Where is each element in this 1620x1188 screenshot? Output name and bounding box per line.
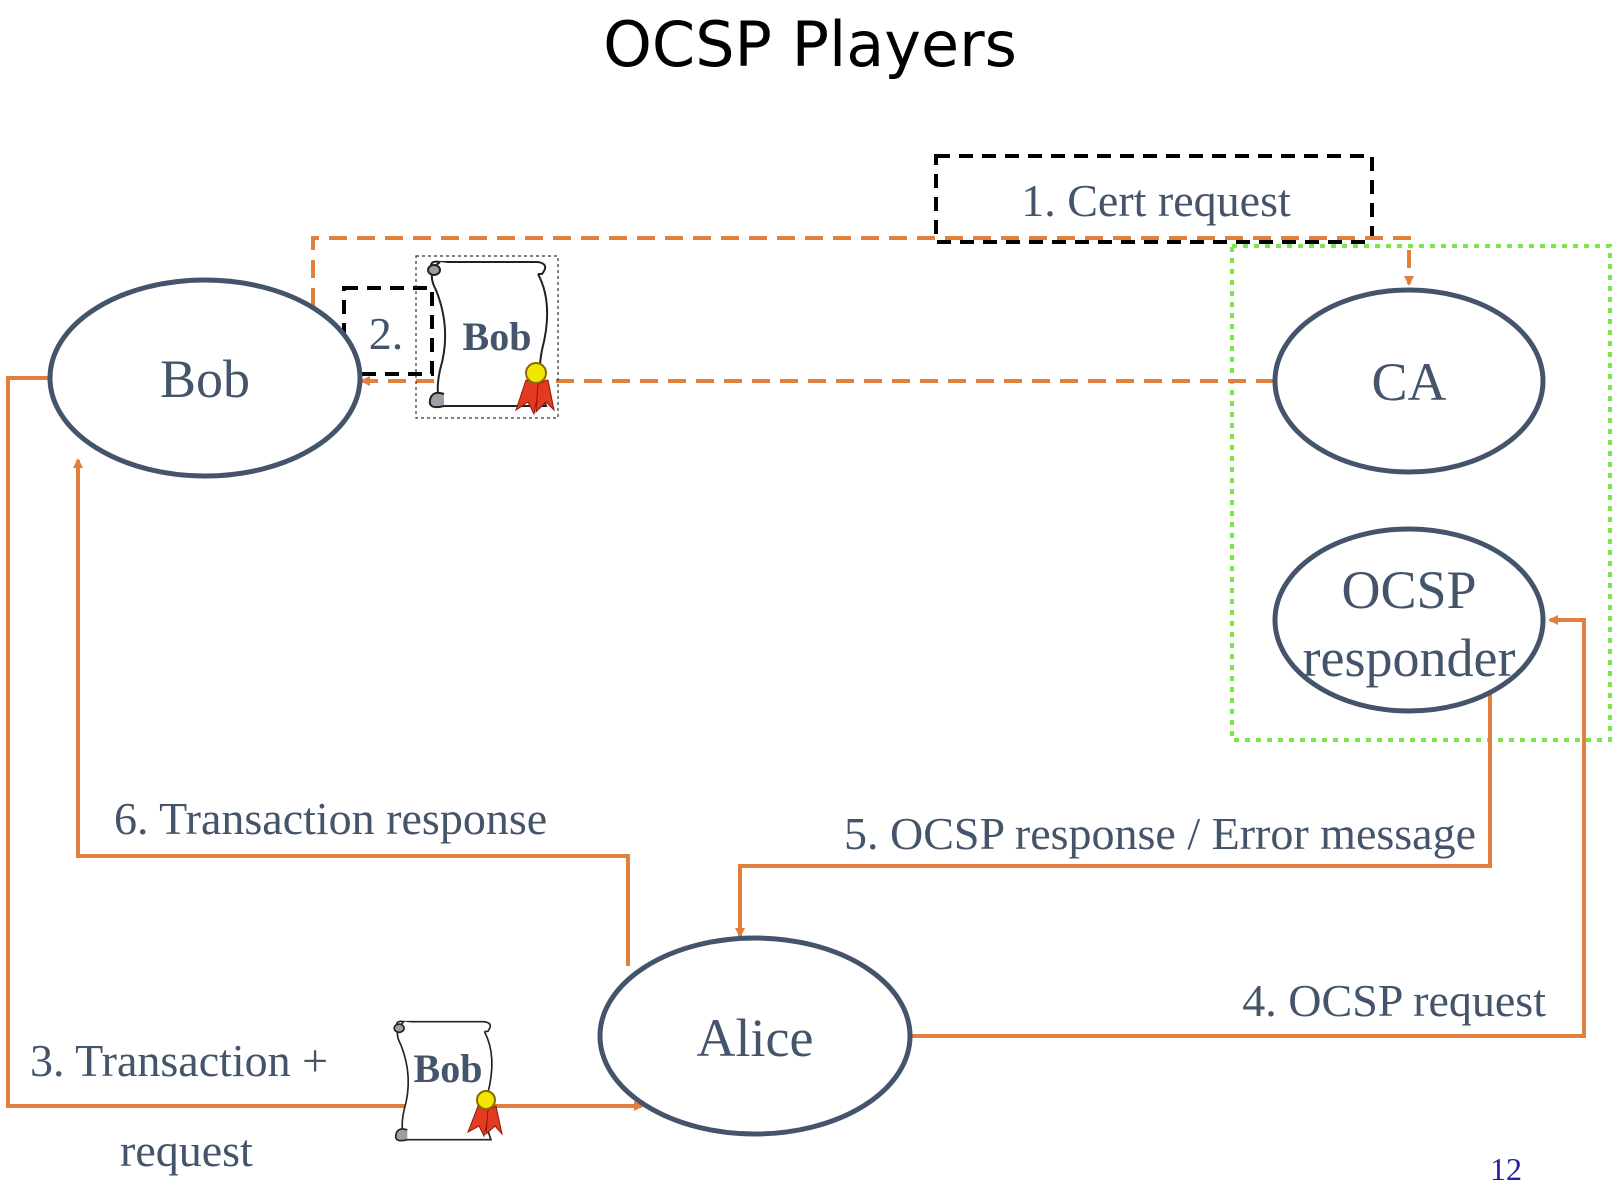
label-step3-line1: 3. Transaction + bbox=[30, 1035, 328, 1086]
step1-label-box bbox=[934, 154, 1374, 244]
node-alice: Alice bbox=[597, 935, 913, 1137]
page-title: OCSP Players bbox=[603, 8, 1017, 81]
arrow-ocsp-request bbox=[910, 615, 1586, 1038]
label-step1: 1. Cert request bbox=[1021, 175, 1291, 226]
ca-trust-boundary bbox=[1230, 244, 1612, 742]
node-bob-label: Bob bbox=[160, 349, 250, 409]
label-step5: 5. OCSP response / Error message bbox=[844, 808, 1476, 859]
ribbon-seal-icon bbox=[515, 362, 555, 416]
page-number: 12 bbox=[1490, 1151, 1522, 1187]
label-step6: 6. Transaction response bbox=[114, 793, 547, 844]
node-ca: CA bbox=[1272, 287, 1546, 475]
certificate-issued-label: Bob bbox=[463, 314, 532, 359]
node-ocsp-label-line2: responder bbox=[1303, 628, 1516, 688]
certificate-presented-label: Bob bbox=[414, 1046, 483, 1091]
node-alice-label: Alice bbox=[697, 1008, 814, 1068]
arrow-cert-request bbox=[311, 236, 1414, 306]
node-bob: Bob bbox=[47, 277, 363, 479]
ribbon-seal-icon bbox=[467, 1090, 503, 1138]
arrow-ocsp-response bbox=[735, 694, 1492, 938]
certificate-issued: Bob bbox=[415, 255, 559, 419]
label-step2: 2. bbox=[369, 308, 404, 359]
arrow-transaction-response bbox=[73, 458, 630, 966]
label-step4: 4. OCSP request bbox=[1242, 975, 1546, 1026]
node-ocsp-label-line1: OCSP bbox=[1341, 560, 1476, 620]
arrow-transaction-request bbox=[6, 376, 644, 1111]
node-ca-label: CA bbox=[1371, 352, 1446, 412]
label-step3-line2: request bbox=[120, 1125, 253, 1176]
certificate-presented: Bob bbox=[393, 1020, 503, 1142]
node-ocsp-responder: OCSP responder bbox=[1272, 526, 1546, 714]
